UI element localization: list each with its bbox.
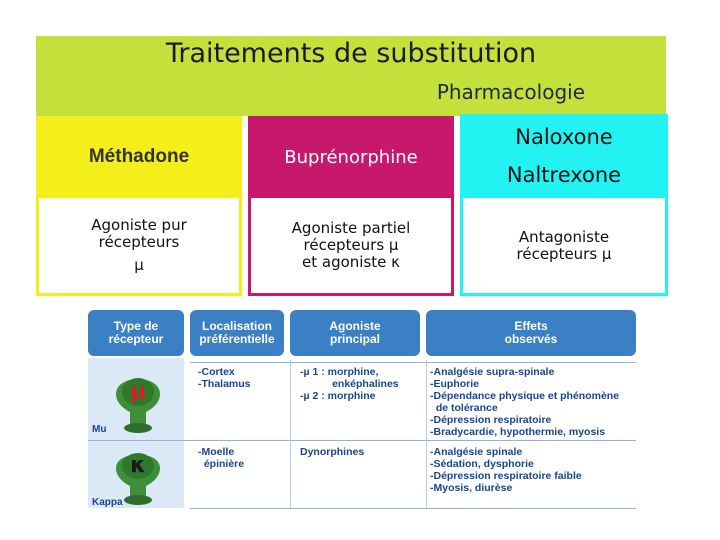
kappa-receptor-icon: κ — [110, 444, 166, 506]
row-divider — [88, 440, 636, 441]
page-subtitle: Pharmacologie — [436, 80, 585, 104]
methadone-desc-line: récepteurs — [98, 233, 180, 251]
kappa-label: Kappa — [92, 497, 123, 508]
table-header-receptor: Type de récepteur — [88, 310, 184, 356]
methadone-description: Agoniste pur récepteurs µ — [36, 198, 242, 296]
mu-symbol: µ — [129, 379, 147, 404]
antagonists-header: Naloxone Naltrexone — [460, 114, 668, 198]
column-divider — [290, 360, 291, 508]
table-header-effets: Effets observés — [426, 310, 636, 356]
mu-effets: -Analgésie supra-spinale -Euphorie -Dépe… — [430, 366, 620, 438]
antagonists-desc-line: Antagoniste — [518, 227, 610, 246]
buprenorphine-desc-line: et agoniste κ — [302, 253, 400, 271]
column-divider — [426, 360, 427, 508]
mu-receptor-icon: µ — [110, 366, 166, 436]
methadone-desc-line: Agoniste pur — [91, 216, 187, 234]
kappa-symbol: κ — [130, 453, 146, 478]
mu-label: Mu — [92, 424, 107, 435]
buprenorphine-desc-line: Agoniste partiel — [291, 219, 411, 237]
buprenorphine-name: Buprénorphine — [284, 146, 418, 168]
page-title: Traitements de substitution — [165, 38, 537, 69]
naloxone-name: Naloxone — [515, 125, 613, 149]
mu-localisation: -Cortex -Thalamus — [198, 366, 251, 390]
title-banner — [36, 36, 666, 116]
row-divider — [190, 508, 636, 509]
table-header-agoniste: Agoniste principal — [290, 310, 420, 356]
kappa-agoniste: Dynorphines — [300, 446, 365, 458]
buprenorphine-header: Buprénorphine — [248, 116, 454, 198]
methadone-desc-line: µ — [134, 256, 144, 274]
kappa-effets: -Analgésie spinale -Sédation, dysphorie … — [430, 446, 582, 494]
buprenorphine-desc-line: récepteurs µ — [303, 236, 399, 254]
receptor-table: Type de récepteur Localisation préférent… — [88, 310, 646, 510]
naltrexone-name: Naltrexone — [506, 163, 622, 187]
buprenorphine-description: Agoniste partiel récepteurs µ et agonist… — [248, 198, 454, 296]
antagonists-desc-line: récepteurs µ — [516, 244, 612, 263]
row-divider — [190, 362, 636, 363]
antagonists-description: Antagoniste récepteurs µ — [460, 198, 668, 296]
table-header-localisation: Localisation préférentielle — [190, 310, 284, 356]
kappa-localisation: -Moelle épinière — [198, 446, 245, 470]
methadone-header: Méthadone — [36, 116, 242, 198]
methadone-name: Méthadone — [88, 146, 190, 167]
mu-agoniste: -µ 1 : morphine, enképhalines -µ 2 : mor… — [300, 366, 399, 402]
